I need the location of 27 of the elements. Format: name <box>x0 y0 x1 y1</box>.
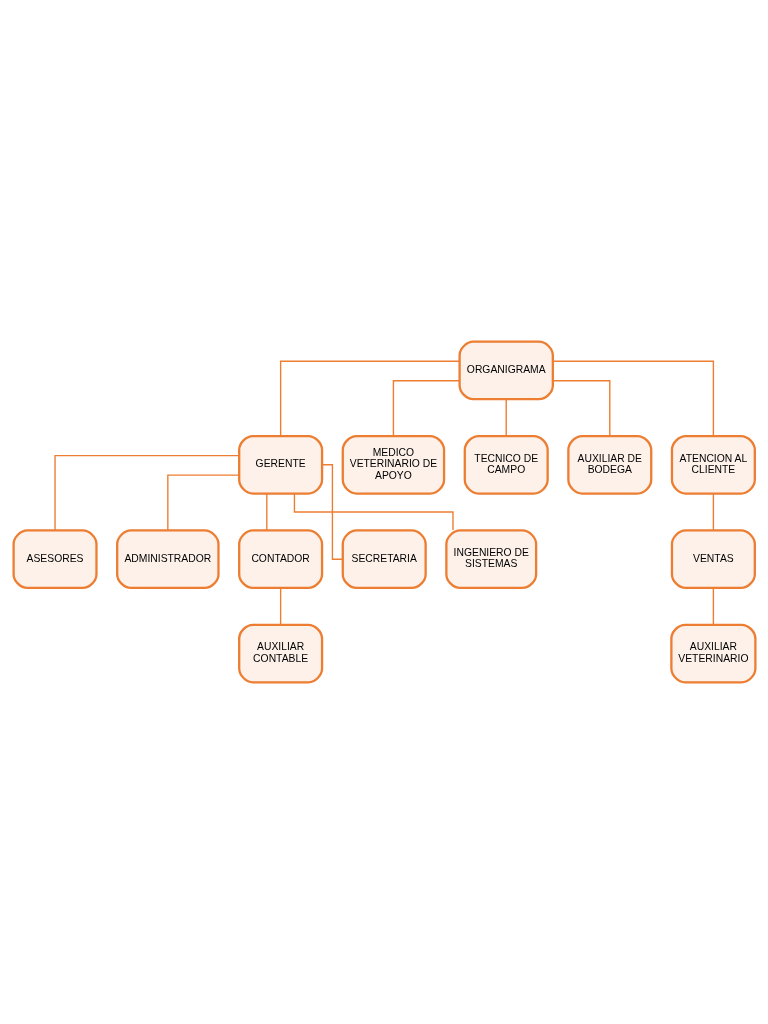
connector <box>552 360 714 437</box>
node-box: TECNICO DE CAMPO <box>463 434 549 495</box>
connector <box>279 360 460 437</box>
connector <box>505 398 507 437</box>
connector <box>712 587 714 626</box>
connector <box>279 587 281 626</box>
connector <box>53 454 239 532</box>
connector <box>293 493 454 531</box>
node-box: AUXILIAR DE BODEGA <box>566 434 652 495</box>
connector <box>321 464 343 560</box>
node-box: GERENTE <box>237 434 323 495</box>
node-box: ATENCION AL CLIENTE <box>670 434 756 495</box>
node-box: INGENIERO DE SISTEMAS <box>444 529 537 590</box>
node-box: VENTAS <box>670 529 756 590</box>
connector <box>551 380 610 437</box>
node-box: CONTADOR <box>237 529 323 590</box>
node-box: ADMINISTRADOR <box>115 529 220 590</box>
connector <box>712 492 714 531</box>
node-box: SECRETARIA <box>341 529 427 590</box>
node-box: AUXILIAR CONTABLE <box>237 623 323 684</box>
connector <box>392 380 460 437</box>
node-box: MEDICO VETERINARIO DE APOYO <box>341 434 445 495</box>
connector <box>265 492 267 531</box>
connector <box>166 474 240 531</box>
node-box: AUXILIAR VETERINARIO <box>669 623 757 684</box>
node-box: ORGANIGRAMA <box>457 340 554 401</box>
node-box: ASESORES <box>11 529 98 590</box>
